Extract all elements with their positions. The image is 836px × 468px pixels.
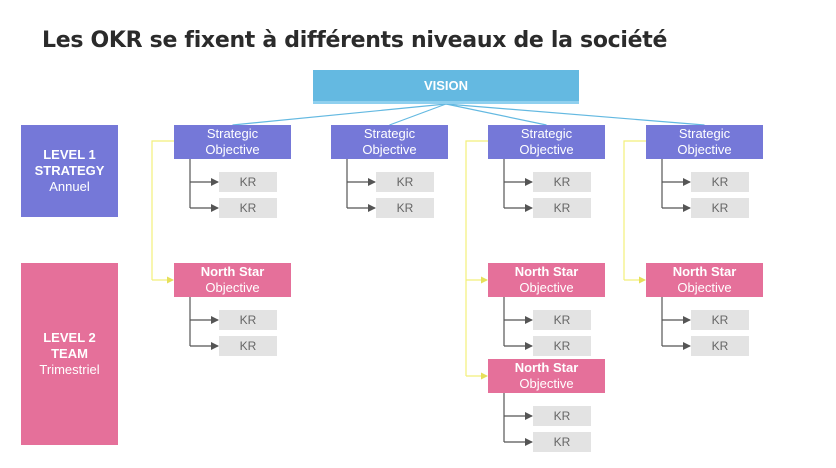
vision-link-2 bbox=[389, 103, 447, 126]
strategic-3-kr-2-line-1: KR bbox=[553, 201, 571, 215]
strategic-2-kr-1: KR bbox=[376, 172, 434, 192]
north-star-3-kr-2: KR bbox=[533, 432, 591, 452]
north-star-4-kr-1-line-1: KR bbox=[711, 313, 729, 327]
strategic-3-kr-1: KR bbox=[533, 172, 591, 192]
vision-box: VISION bbox=[313, 70, 579, 104]
level-2-sub: TEAM bbox=[51, 346, 88, 361]
strategic-objective-1-line-2: Objective bbox=[205, 142, 260, 157]
strategic-2-kr-2: KR bbox=[376, 198, 434, 218]
strategic-objective-3-line-2: Objective bbox=[519, 142, 574, 157]
north-star-1-kr-2: KR bbox=[219, 336, 277, 356]
strategic-objective-3-line-1: Strategic bbox=[520, 126, 573, 141]
level-2-label: LEVEL 2 TEAM Trimestriel bbox=[21, 263, 118, 445]
north-star-objective-1-line-2: Objective bbox=[205, 280, 260, 295]
north-star-3-kr-1: KR bbox=[533, 406, 591, 426]
strategic-4-kr-1: KR bbox=[691, 172, 749, 192]
level-1-name: LEVEL 1 bbox=[43, 147, 96, 162]
strategic-4-kr-2: KR bbox=[691, 198, 749, 218]
north-star-4-kr-2: KR bbox=[691, 336, 749, 356]
north-star-objective-4-line-2: Objective bbox=[677, 280, 732, 295]
strategic-4-kr-1-line-1: KR bbox=[711, 175, 729, 189]
north-star-objective-4-line-1: North Star bbox=[672, 264, 737, 279]
level-2-name: LEVEL 2 bbox=[43, 330, 96, 345]
strategic-objective-2-line-2: Objective bbox=[362, 142, 417, 157]
strategic-objective-2-line-1: Strategic bbox=[363, 126, 416, 141]
north-star-2-kr-1: KR bbox=[533, 310, 591, 330]
north-star-1-kr-1: KR bbox=[219, 310, 277, 330]
north-star-1-kr-2-line-1: KR bbox=[239, 339, 257, 353]
north-star-2-kr-2: KR bbox=[533, 336, 591, 356]
north-star-2-kr-1-line-1: KR bbox=[553, 313, 571, 327]
page-title: Les OKR se fixent à différents niveaux d… bbox=[42, 28, 668, 53]
vision-link-3 bbox=[445, 103, 547, 126]
strategic-objective-1-line-1: Strategic bbox=[206, 126, 259, 141]
north-star-4-kr-2-line-1: KR bbox=[711, 339, 729, 353]
north-star-objective-3-line-2: Objective bbox=[519, 376, 574, 391]
level-2-period: Trimestriel bbox=[39, 362, 100, 377]
strategic-3-kr-2: KR bbox=[533, 198, 591, 218]
north-star-1-kr-1-line-1: KR bbox=[239, 313, 257, 327]
alignment-trunk-3 bbox=[465, 140, 488, 376]
strategic-2-kr-2-line-1: KR bbox=[396, 201, 414, 215]
north-star-objective-1-line-1: North Star bbox=[200, 264, 265, 279]
strategic-3-kr-1-line-1: KR bbox=[553, 175, 571, 189]
strategic-2-kr-1-line-1: KR bbox=[396, 175, 414, 189]
strategic-1-kr-1: KR bbox=[219, 172, 277, 192]
strategic-1-kr-1-line-1: KR bbox=[239, 175, 257, 189]
north-star-3-kr-1-line-1: KR bbox=[553, 409, 571, 423]
strategic-1-kr-2-line-1: KR bbox=[239, 201, 257, 215]
north-star-2-kr-2-line-1: KR bbox=[553, 339, 571, 353]
alignment-trunk-4 bbox=[623, 140, 646, 280]
vision-link-4 bbox=[445, 103, 705, 126]
level-1-sub: STRATEGY bbox=[34, 163, 105, 178]
north-star-4-kr-1: KR bbox=[691, 310, 749, 330]
north-star-3-kr-2-line-1: KR bbox=[553, 435, 571, 449]
level-1-label: LEVEL 1 STRATEGY Annuel bbox=[21, 125, 118, 217]
level-1-period: Annuel bbox=[49, 179, 90, 194]
strategic-objective-4-line-1: Strategic bbox=[678, 126, 731, 141]
vision-link-1 bbox=[232, 103, 447, 126]
north-star-objective-3-line-1: North Star bbox=[514, 360, 579, 375]
strategic-1-kr-2: KR bbox=[219, 198, 277, 218]
alignment-trunk-1 bbox=[151, 140, 174, 280]
north-star-objective-2-line-1: North Star bbox=[514, 264, 579, 279]
strategic-4-kr-2-line-1: KR bbox=[711, 201, 729, 215]
north-star-objective-2-line-2: Objective bbox=[519, 280, 574, 295]
strategic-objective-4-line-2: Objective bbox=[677, 142, 732, 157]
